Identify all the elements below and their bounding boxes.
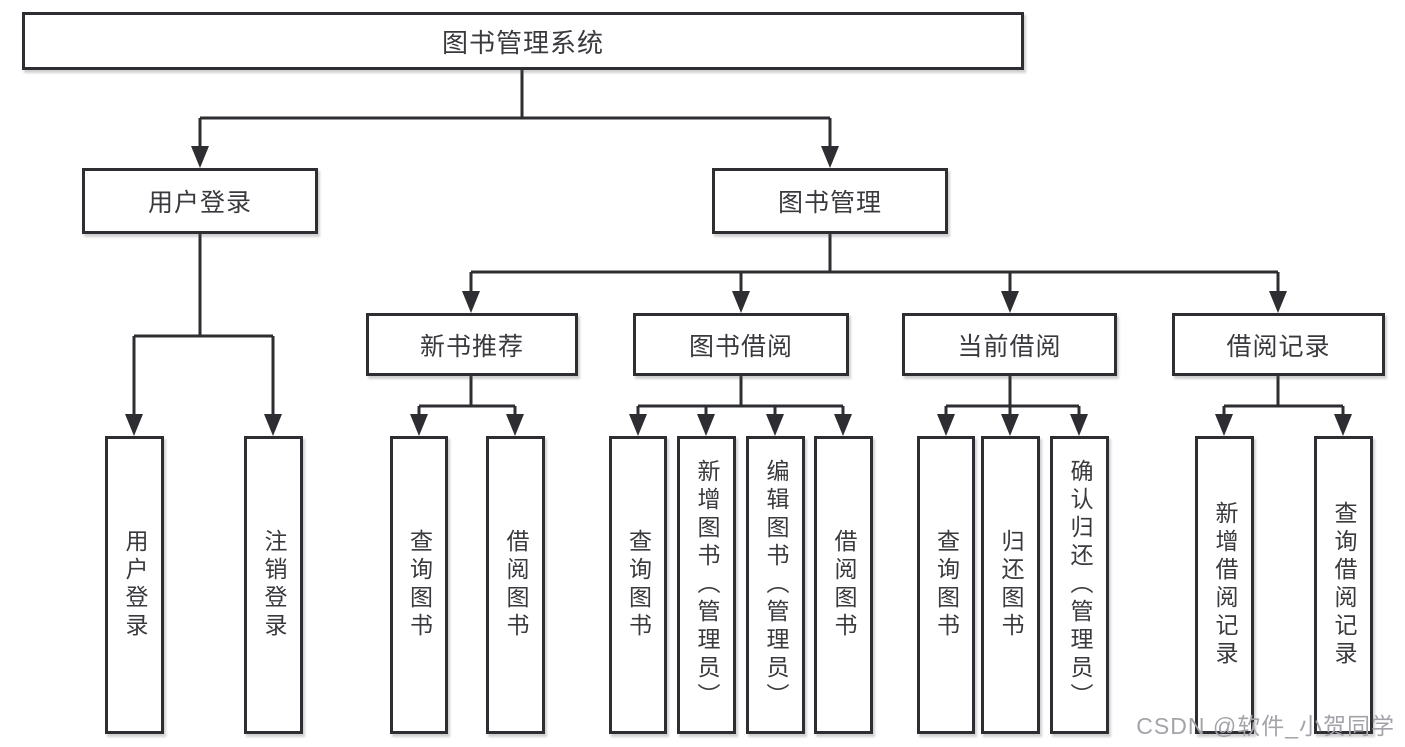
leaf-edit-book-admin: 编辑图书（管理员）: [746, 436, 805, 734]
node-current-borrowing: 当前借阅: [902, 313, 1117, 376]
leaf-add-borrow-record: 新增借阅记录: [1195, 436, 1254, 734]
leaf-query-books-3: 查询图书: [917, 436, 975, 734]
node-book-management-module: 图书管理: [712, 168, 948, 234]
leaf-borrow-books-2: 借阅图书: [814, 436, 873, 734]
node-new-book-recommend: 新书推荐: [366, 313, 578, 376]
leaf-confirm-return-admin: 确认归还（管理员）: [1050, 436, 1109, 734]
leaf-add-book-admin: 新增图书（管理员）: [677, 436, 736, 734]
leaf-borrow-books-1: 借阅图书: [486, 436, 545, 734]
leaf-user-login: 用户登录: [105, 436, 164, 734]
arrowhead-icons: [125, 146, 1352, 436]
leaf-query-books-1: 查询图书: [390, 436, 448, 734]
node-borrowing-records: 借阅记录: [1172, 313, 1385, 376]
node-root-system: 图书管理系统: [22, 12, 1024, 70]
leaf-query-books-2: 查询图书: [609, 436, 667, 734]
watermark: CSDN @软件_小贺同学: [1136, 713, 1395, 739]
leaf-logout: 注销登录: [244, 436, 303, 734]
node-user-login-module: 用户登录: [82, 168, 318, 234]
leaf-query-borrow-record: 查询借阅记录: [1314, 436, 1373, 734]
leaf-return-book: 归还图书: [981, 436, 1040, 734]
node-book-borrowing: 图书借阅: [633, 313, 849, 376]
